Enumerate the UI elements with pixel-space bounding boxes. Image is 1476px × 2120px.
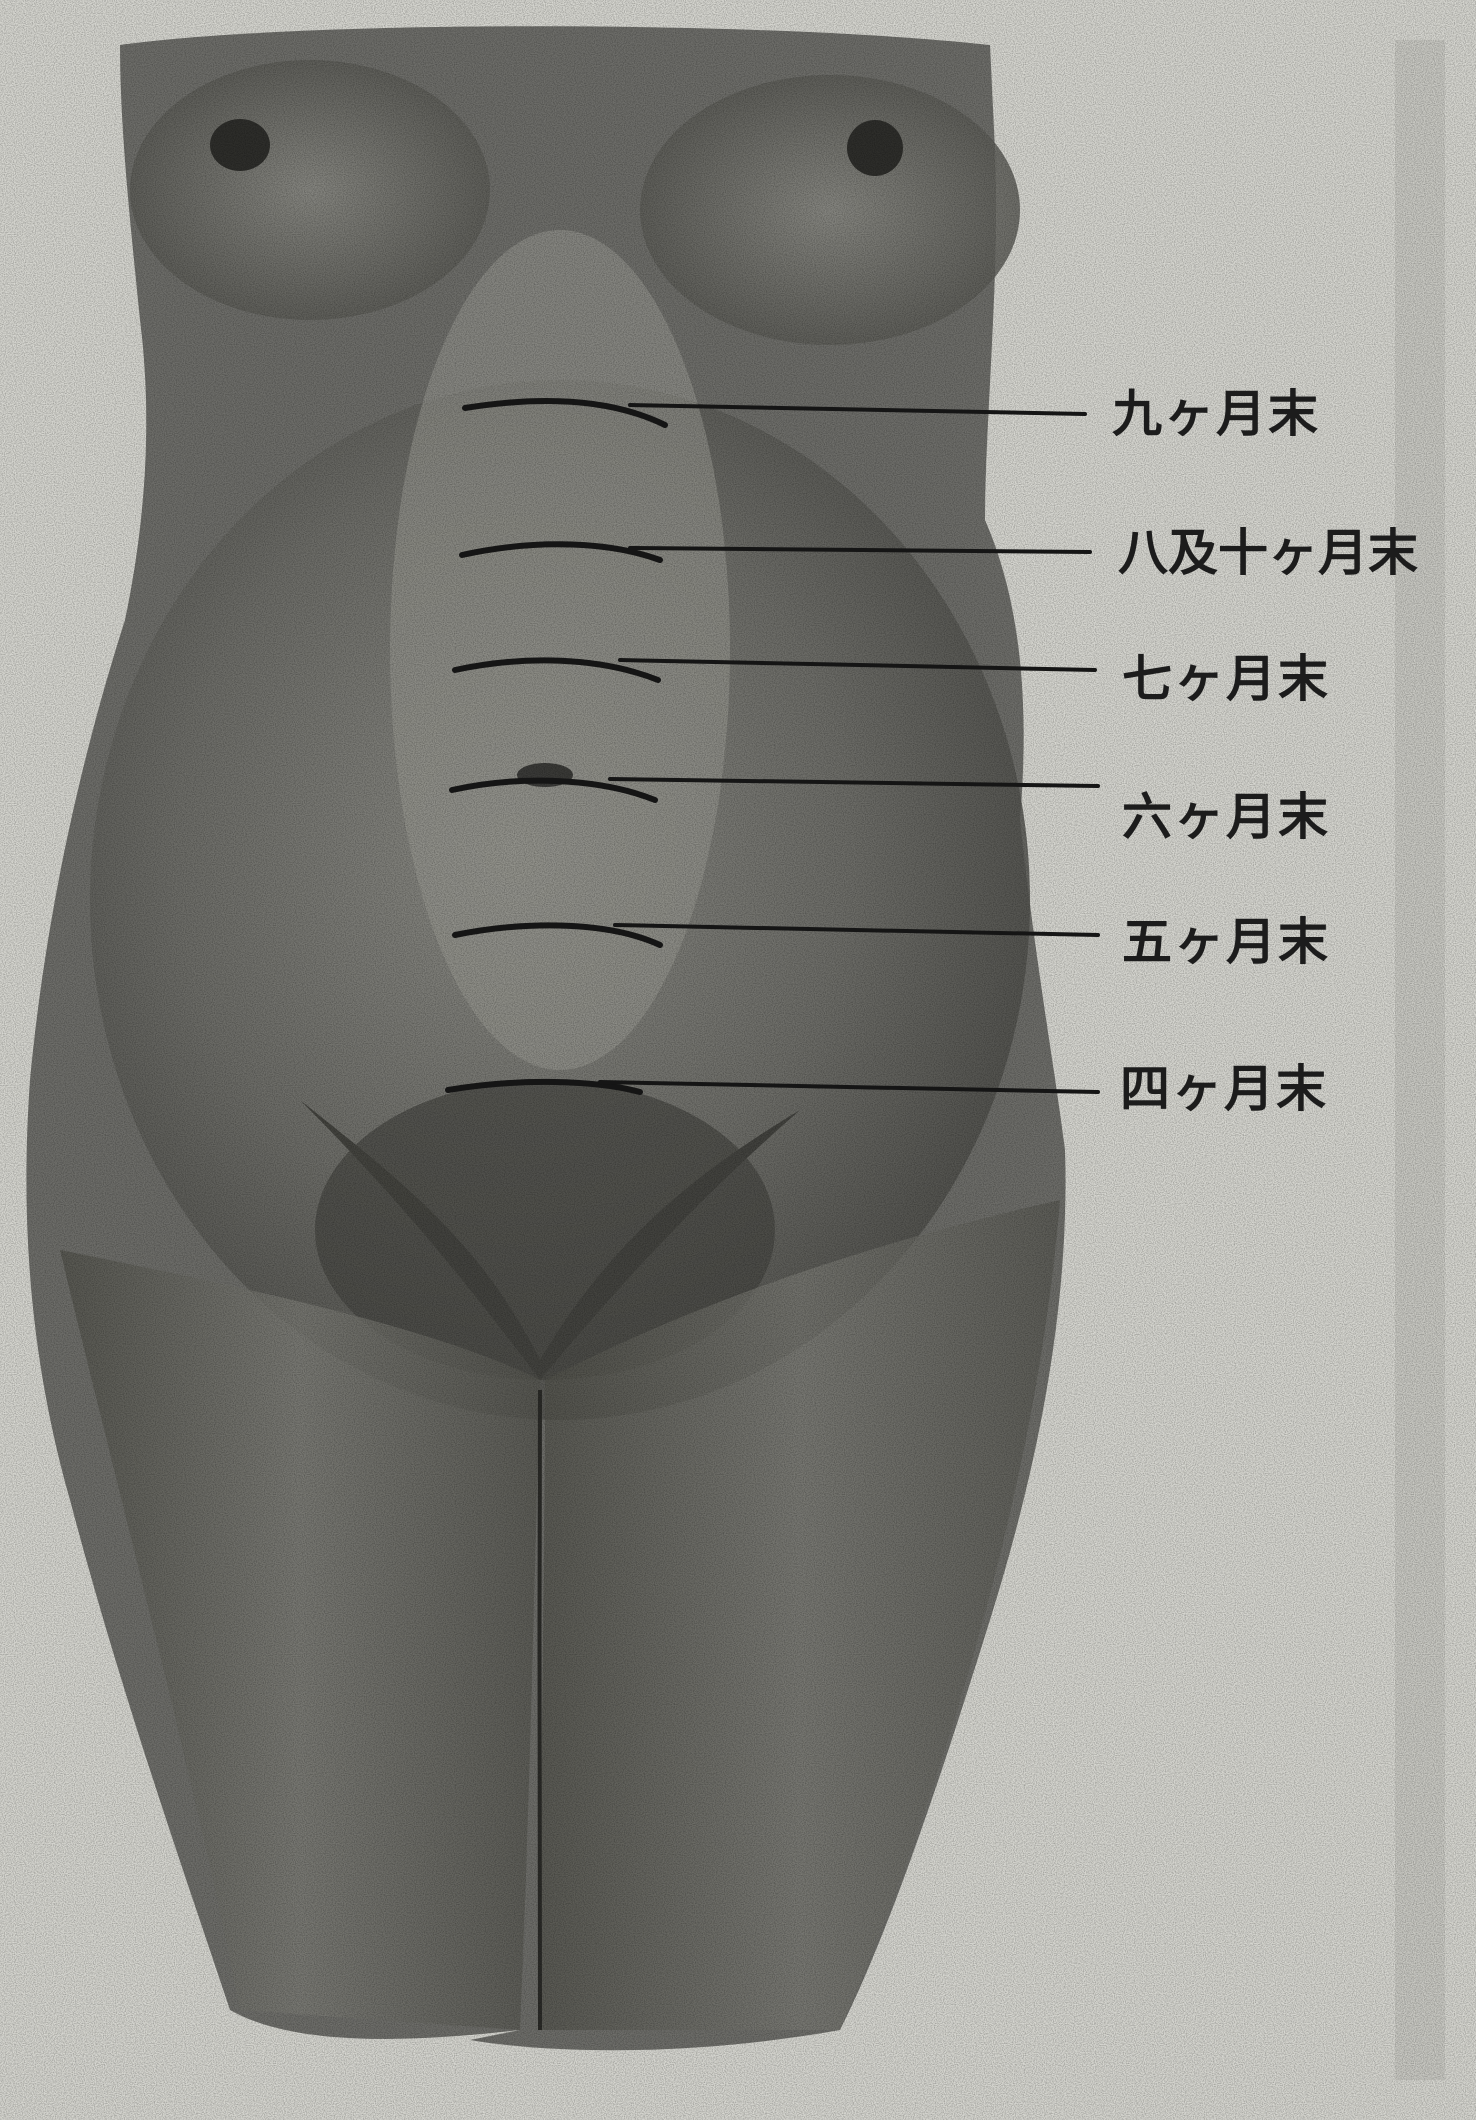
label-month-7: 七ヶ月末	[1122, 654, 1330, 704]
label-month-8-10: 八及十ヶ月末	[1118, 528, 1418, 578]
label-month-9: 九ヶ月末	[1112, 389, 1320, 439]
label-month-5: 五ヶ月末	[1122, 917, 1330, 967]
label-month-6: 六ヶ月末	[1122, 792, 1330, 842]
label-month-4: 四ヶ月末	[1120, 1064, 1328, 1114]
